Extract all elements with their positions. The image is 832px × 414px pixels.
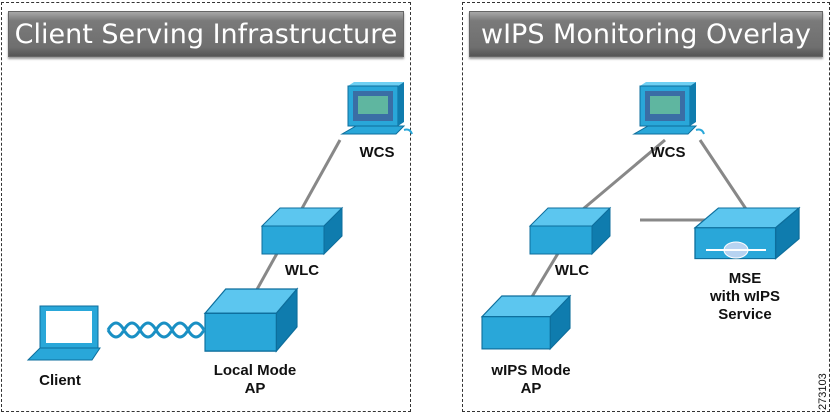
wlc-controller-icon bbox=[261, 207, 343, 255]
local-mode-ap-icon bbox=[204, 288, 298, 352]
wlc-controller-icon bbox=[529, 207, 611, 255]
wips-mode-ap-icon bbox=[481, 295, 571, 350]
wlc-label: WLC bbox=[284, 262, 320, 279]
panel-title: Client Serving Infrastructure bbox=[8, 11, 404, 57]
figure-id: 273103 bbox=[817, 373, 829, 410]
wcs-monitor-icon bbox=[341, 81, 413, 135]
link-wcs-wlc bbox=[569, 138, 666, 222]
wcs-label: WCS bbox=[359, 144, 395, 161]
client-serving-panel: Client Serving Infrastructure bbox=[1, 2, 411, 412]
wlc-label: WLC bbox=[554, 262, 590, 279]
client-label: Client bbox=[39, 372, 81, 389]
wcs-monitor-icon bbox=[633, 81, 705, 135]
link-wlc-ap bbox=[528, 249, 562, 301]
wcs-label: WCS bbox=[650, 144, 686, 161]
wips-monitoring-panel: wIPS Monitoring Overlay bbox=[462, 2, 830, 412]
link-wcs-mse bbox=[698, 139, 752, 216]
wireless-signal-icon bbox=[106, 321, 206, 339]
panel-title: wIPS Monitoring Overlay bbox=[469, 11, 823, 57]
client-laptop-icon bbox=[26, 305, 101, 361]
